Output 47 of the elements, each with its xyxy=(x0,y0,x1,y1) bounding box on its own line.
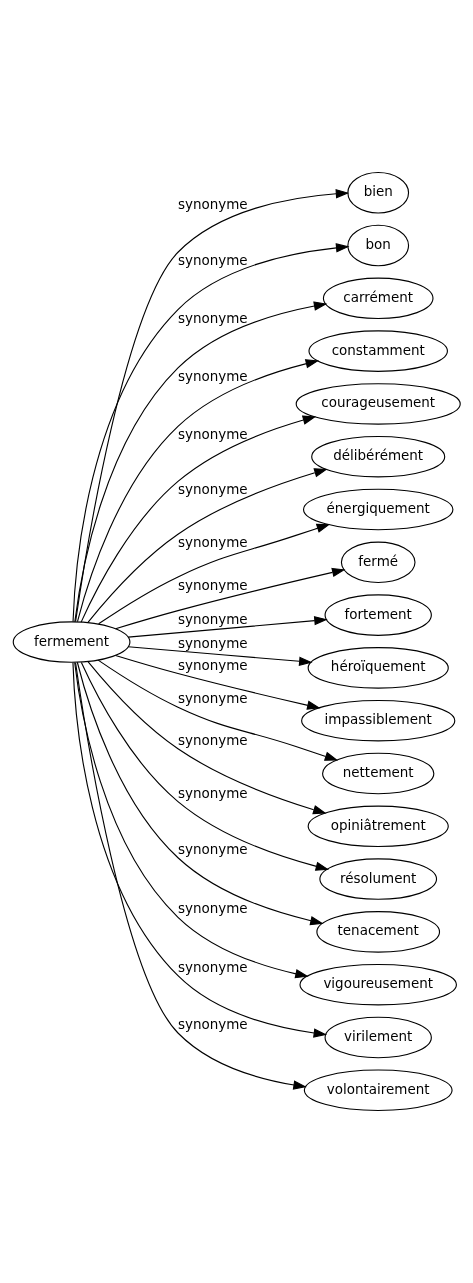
edge-label: synonyme xyxy=(177,426,248,443)
arrow xyxy=(80,415,316,623)
node-ellipse: fortement xyxy=(324,594,432,636)
edge-label: synonyme xyxy=(177,900,248,917)
node-ellipse: fermé xyxy=(340,541,416,584)
edge-label: synonyme xyxy=(177,840,248,857)
arrow xyxy=(97,523,330,625)
arrow xyxy=(71,662,327,1038)
edge-label: synonyme xyxy=(177,576,248,593)
arrow xyxy=(86,468,328,623)
arrow xyxy=(127,615,328,638)
arrow xyxy=(86,661,327,815)
arrow xyxy=(80,661,329,871)
edge-label: synonyme xyxy=(177,368,248,384)
arrow xyxy=(73,301,327,623)
arrow xyxy=(76,661,324,926)
edge-label: synonyme xyxy=(177,610,248,627)
arrow xyxy=(74,662,307,1090)
edge-label: synonyme xyxy=(177,481,248,498)
arrow xyxy=(114,567,345,630)
edge-label: synonyme xyxy=(177,731,248,748)
node-ellipse: bon xyxy=(346,224,409,267)
edge-label: synonyme xyxy=(177,1016,248,1033)
node-ellipse: tenacement xyxy=(315,911,440,953)
node-ellipse: volontairement xyxy=(303,1069,453,1112)
node-ellipse: héroïquement xyxy=(307,647,449,689)
arrow xyxy=(76,359,319,623)
edge-label: synonyme xyxy=(177,656,248,673)
edge-label: synonyme xyxy=(177,690,248,707)
node-ellipse: carrément xyxy=(322,277,434,320)
arrow xyxy=(127,646,313,666)
edge-label: synonyme xyxy=(177,534,248,551)
node-ellipse: constamment xyxy=(307,330,448,372)
node-ellipse: virilement xyxy=(324,1016,432,1059)
arrow xyxy=(97,659,338,761)
edge-label: synonyme xyxy=(177,784,248,801)
arrow xyxy=(73,662,309,979)
node-ellipse: résolument xyxy=(318,858,437,900)
edge-label: synonyme xyxy=(177,196,248,213)
node-ellipse: bien xyxy=(346,171,409,214)
edge-label: synonyme xyxy=(177,958,248,975)
arrow xyxy=(114,654,321,710)
edge-label: synonyme xyxy=(177,635,248,652)
edge-label: synonyme xyxy=(177,252,248,269)
edge-label: synonyme xyxy=(177,309,248,326)
node-ellipse: vigoureusement xyxy=(298,963,457,1006)
node-ellipse: fermement xyxy=(12,621,130,663)
